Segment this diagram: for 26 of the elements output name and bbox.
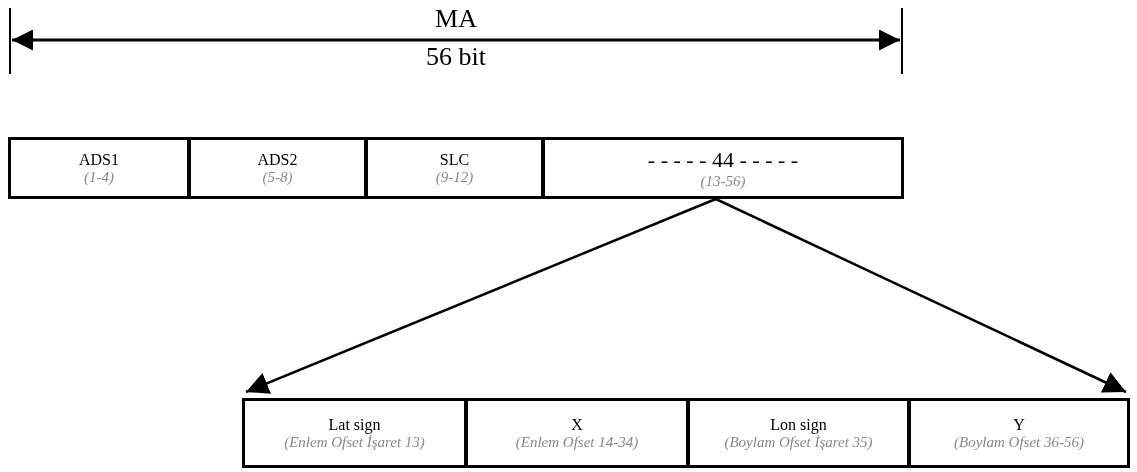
field-name: ADS2 (257, 150, 298, 169)
field-box (8, 137, 190, 199)
field-box (908, 398, 1130, 468)
field-name: Y (1013, 415, 1025, 434)
field-box (542, 137, 904, 199)
arrow (245, 197, 717, 394)
field-box (365, 137, 544, 199)
field-name: X (571, 415, 583, 434)
field-name: SLC (439, 150, 470, 169)
field-name: Lon sign (770, 415, 827, 434)
field-name: Lat sign (328, 415, 381, 434)
field-box (242, 398, 467, 468)
field-name: ADS1 (79, 150, 119, 169)
field-box (188, 137, 367, 199)
bit-range: (1-4) (84, 168, 114, 186)
arrow (715, 197, 1127, 394)
bit-range: (Boylam Ofset İşaret 35) (724, 433, 873, 451)
field-box (465, 398, 689, 468)
bit-range: (Boylam Ofset 36-56) (954, 433, 1084, 451)
bit-range: (Enlem Ofset İşaret 13) (284, 433, 425, 451)
bit-range: (Enlem Ofset 14-34) (515, 433, 639, 451)
bit-range: (5-8) (262, 168, 293, 186)
bit-range: (13-56) (700, 172, 746, 190)
bit-range: (9-12) (435, 168, 474, 186)
field-name: - - - - - 44 - - - - - (647, 146, 799, 173)
field-box (687, 398, 910, 468)
